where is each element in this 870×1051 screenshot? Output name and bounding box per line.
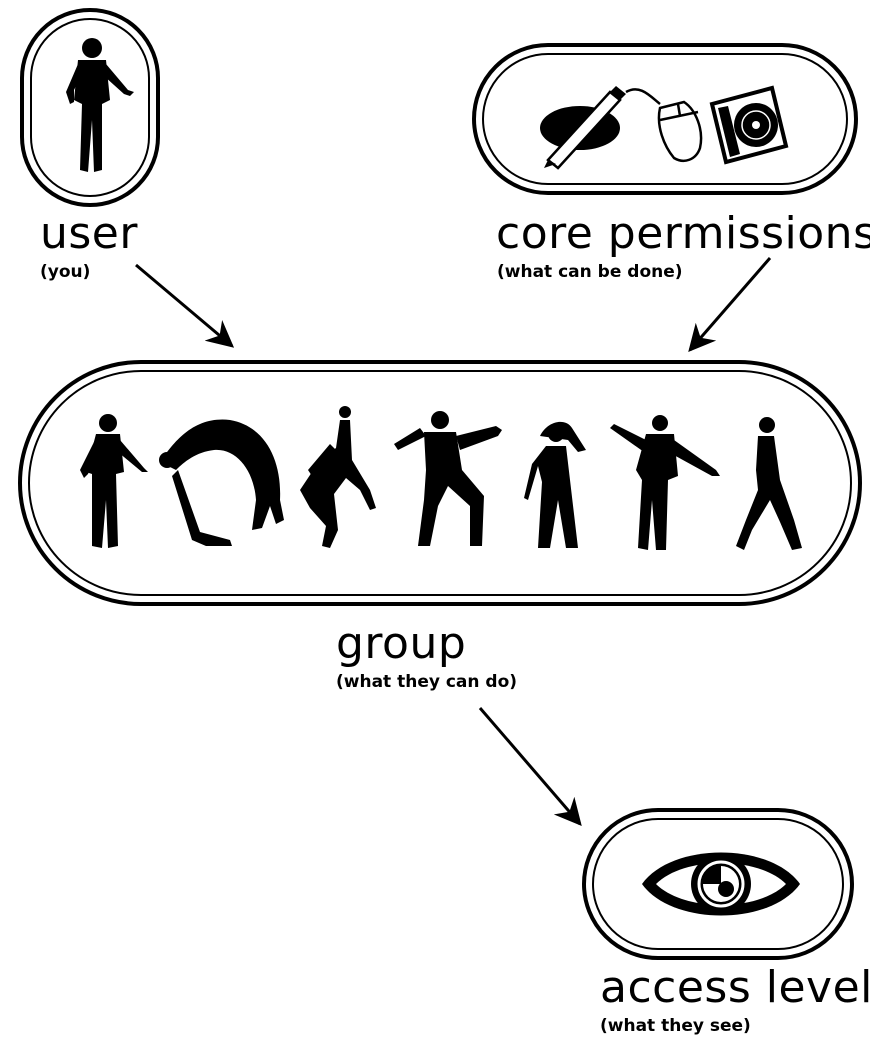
user-sublabel: (you) (40, 262, 91, 282)
person-backbend-icon (159, 419, 284, 546)
mouse-icon (625, 88, 703, 162)
eye-icon (642, 852, 800, 916)
arrow-user-to-group (135, 263, 235, 348)
access-level-label: access level (600, 962, 870, 1013)
person-hair-toss-icon (524, 421, 586, 548)
pencil-icon (540, 86, 626, 170)
access-level-node (582, 808, 854, 960)
access-level-sublabel: (what they see) (600, 1016, 751, 1036)
user-label: user (40, 208, 138, 259)
core-permissions-sublabel: (what can be done) (497, 262, 683, 282)
core-permissions-label: core permissions (496, 208, 870, 259)
arrow-permissions-to-group (688, 257, 772, 353)
arrow-group-to-access-level (478, 707, 582, 827)
user-node (20, 8, 160, 207)
group-sublabel: (what they can do) (336, 672, 518, 692)
person-silhouette-icon (66, 38, 134, 172)
person-walking-icon (736, 417, 802, 550)
group-node (18, 360, 862, 606)
person-dancing-icon (394, 411, 502, 546)
person-standing-icon (80, 414, 148, 548)
group-label: group (336, 618, 467, 669)
core-permissions-node (472, 43, 858, 195)
cd-case-icon (709, 85, 789, 165)
person-crouch-icon (300, 406, 376, 548)
person-arms-out-icon (610, 415, 720, 550)
